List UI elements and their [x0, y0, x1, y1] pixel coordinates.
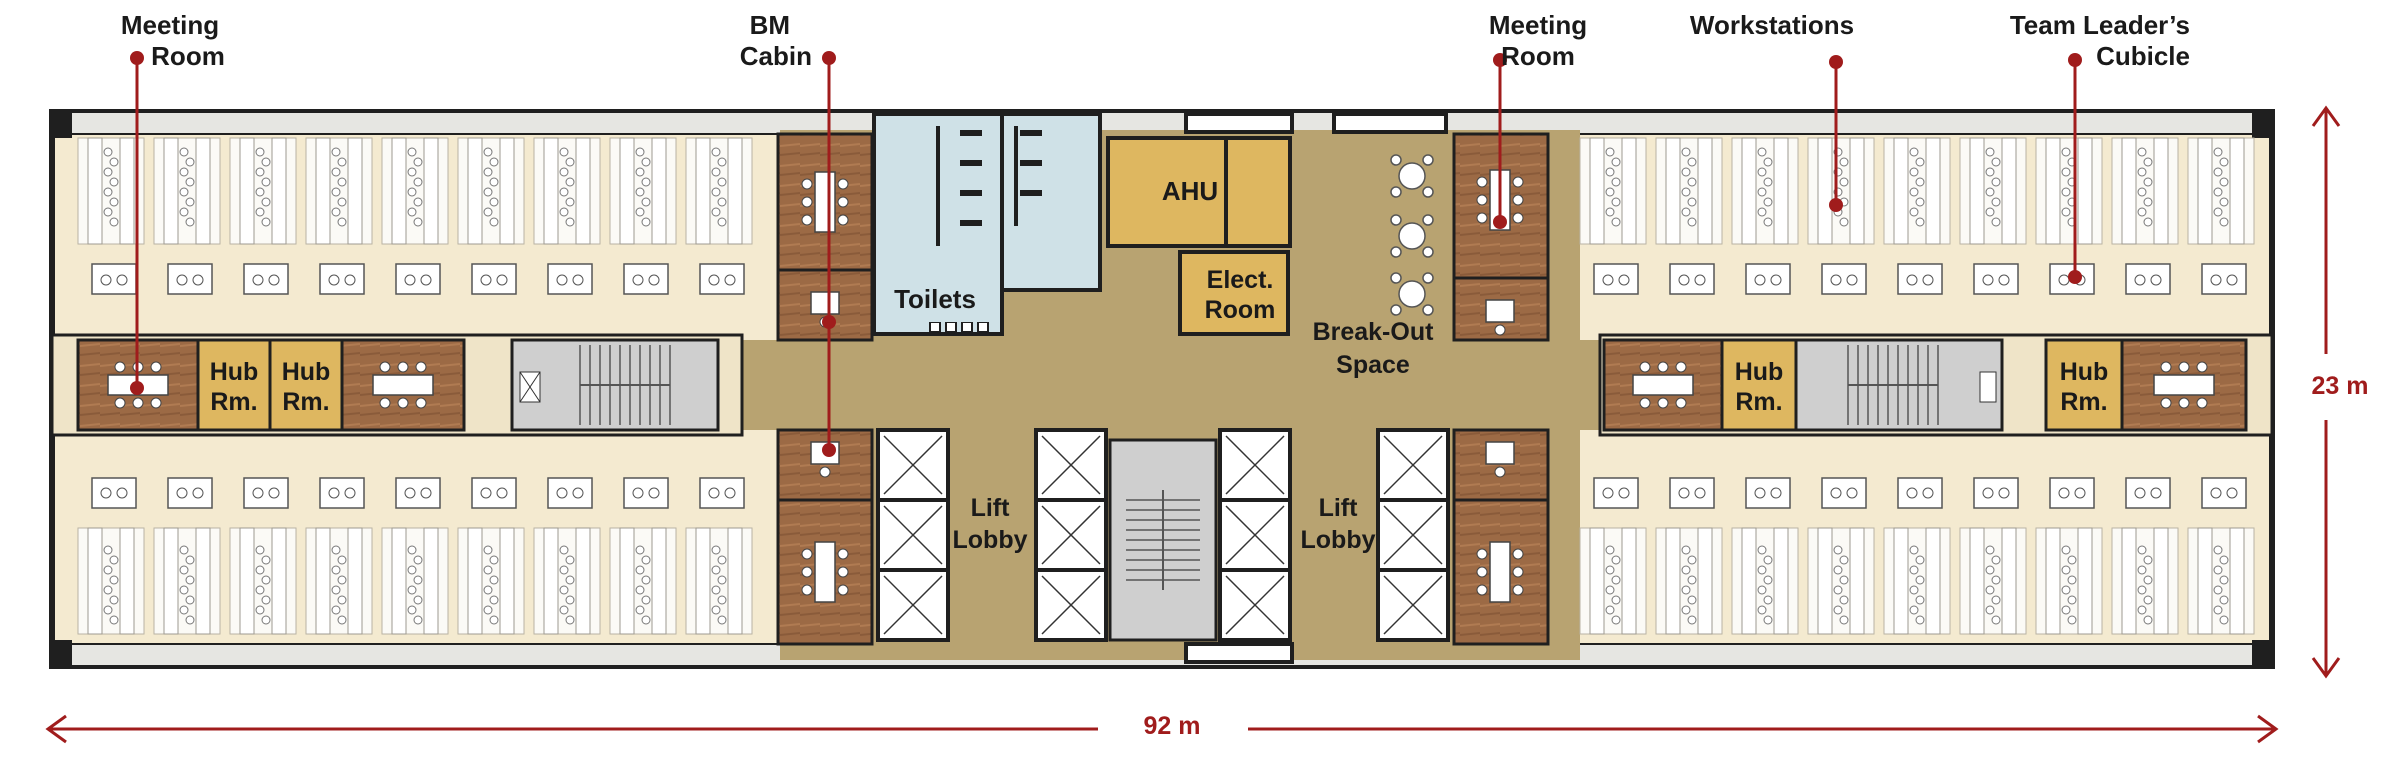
callout-meeting-room-right: Meeting Room [1458, 10, 1618, 72]
hub-room-right-1: Hub Rm. [1720, 338, 1798, 432]
central-stair [1108, 438, 1218, 642]
ahu-label: AHU [1162, 176, 1218, 206]
hub-room-left-1: Hub Rm. [196, 338, 272, 432]
hub-room-label: Hub [210, 358, 259, 386]
left-conference-room [340, 338, 466, 432]
elect-room: Elect. Room [1178, 250, 1290, 336]
break-out-space: Break-Out Space [1313, 154, 1435, 379]
lift-lobby-label: Lift [1319, 494, 1359, 522]
right-staircase [1794, 338, 2004, 432]
callout-line: Room [1501, 41, 1575, 71]
core-shafts [1184, 112, 1448, 664]
toilets-block: Toilets [872, 112, 1102, 336]
callout-team-leader: Team Leader’s Cubicle [1990, 10, 2190, 72]
lift-lobby-label: Lobby [1301, 526, 1376, 554]
toilets-label: Toilets [894, 284, 976, 314]
width-dimension-label: 23 m [2311, 372, 2369, 400]
left-core-cabins [776, 132, 874, 646]
workstations-left-bottom [77, 477, 753, 635]
callout-meeting-room-left: Meeting Room [100, 10, 240, 72]
callout-line: Meeting [1488, 10, 1588, 40]
break-out-label: Break-Out [1313, 318, 1435, 346]
length-dimension-label: 92 m [1143, 712, 1201, 740]
callout-line: Meeting [120, 10, 220, 40]
callout-line: Team Leader’s [2009, 10, 2190, 40]
callout-leaders [130, 51, 2082, 457]
callout-bm-cabin: BM Cabin [700, 10, 812, 72]
workstations-right-top [1579, 137, 2255, 295]
hub-room-label: Rm. [210, 388, 257, 416]
callout-line: Workstations [1689, 10, 1855, 40]
workstations-left-top [77, 137, 753, 295]
lift-lobby-label: Lift [971, 494, 1011, 522]
hub-room-label: Rm. [1735, 388, 1782, 416]
length-dimension-arrow [45, 714, 2279, 744]
workstations-right-bottom [1579, 477, 2255, 635]
callout-workstations: Workstations [1672, 10, 1872, 41]
hub-room-right-2: Hub Rm. [2044, 338, 2124, 432]
hub-room-label: Rm. [282, 388, 329, 416]
right-meeting-room [2120, 338, 2248, 432]
hub-room-label: Hub [1735, 358, 1784, 386]
width-dimension-arrow [2311, 105, 2341, 679]
ahu-room: AHU [1106, 136, 1292, 248]
hub-room-left-2: Hub Rm. [268, 338, 344, 432]
elect-room-label: Room [1205, 296, 1276, 324]
right-conference-room [1602, 338, 1724, 432]
left-staircase [510, 338, 720, 432]
lift-lobby-left: Lift Lobby [953, 494, 1028, 554]
callout-line: Room [151, 41, 225, 71]
elect-room-label: Elect. [1207, 266, 1274, 294]
lift-lobby-right: Lift Lobby [1301, 494, 1376, 554]
lift-lobby-label: Lobby [953, 526, 1028, 554]
hub-room-label: Hub [282, 358, 331, 386]
callout-line: BM [749, 10, 790, 40]
right-core-cabins [1452, 132, 1550, 646]
break-out-label: Space [1336, 351, 1410, 379]
hub-room-label: Hub [2060, 358, 2109, 386]
callout-line: Cubicle [2096, 41, 2190, 71]
callout-line: Cabin [739, 41, 812, 71]
hub-room-label: Rm. [2060, 388, 2107, 416]
